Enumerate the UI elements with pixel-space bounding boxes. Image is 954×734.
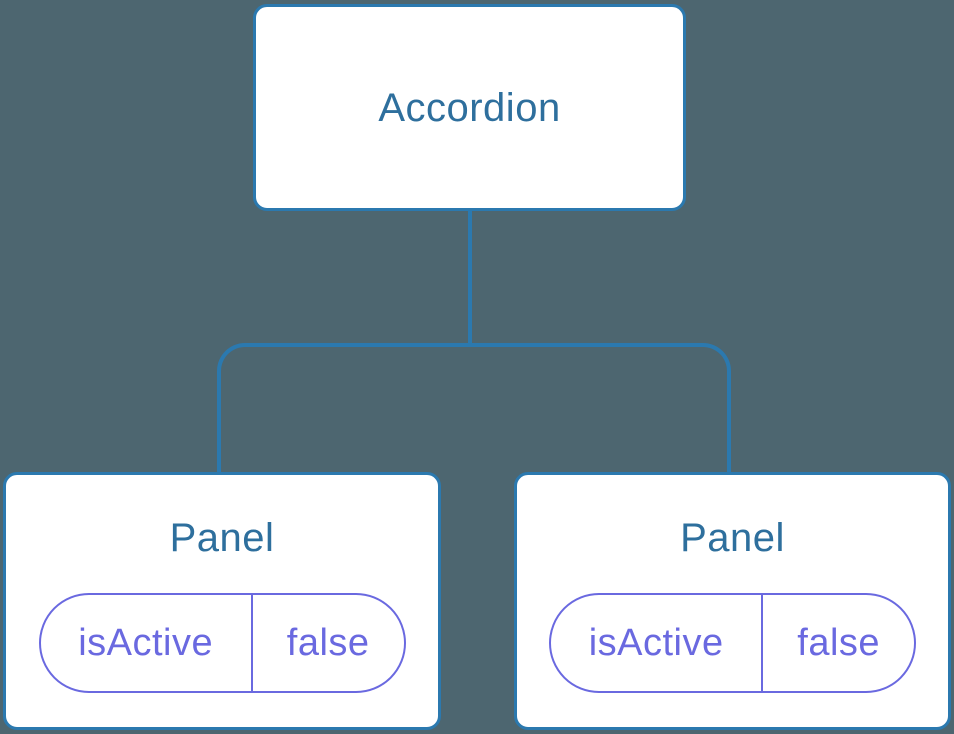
panel-node-right: Panel isActive false bbox=[514, 472, 951, 730]
state-pill: isActive false bbox=[549, 593, 916, 693]
accordion-node: Accordion bbox=[253, 4, 686, 211]
state-pill: isActive false bbox=[38, 593, 406, 693]
state-value: false bbox=[286, 621, 370, 664]
connector-bracket-line bbox=[217, 343, 731, 473]
state-key: isActive bbox=[551, 595, 764, 691]
panel-node-label: Panel bbox=[680, 516, 785, 560]
panel-node-label: Panel bbox=[169, 516, 275, 560]
connector-stem-line bbox=[468, 211, 472, 345]
state-value: false bbox=[797, 621, 881, 664]
state-key: isActive bbox=[41, 595, 253, 691]
accordion-node-label: Accordion bbox=[378, 85, 561, 130]
panel-node-left: Panel isActive false bbox=[3, 472, 441, 730]
